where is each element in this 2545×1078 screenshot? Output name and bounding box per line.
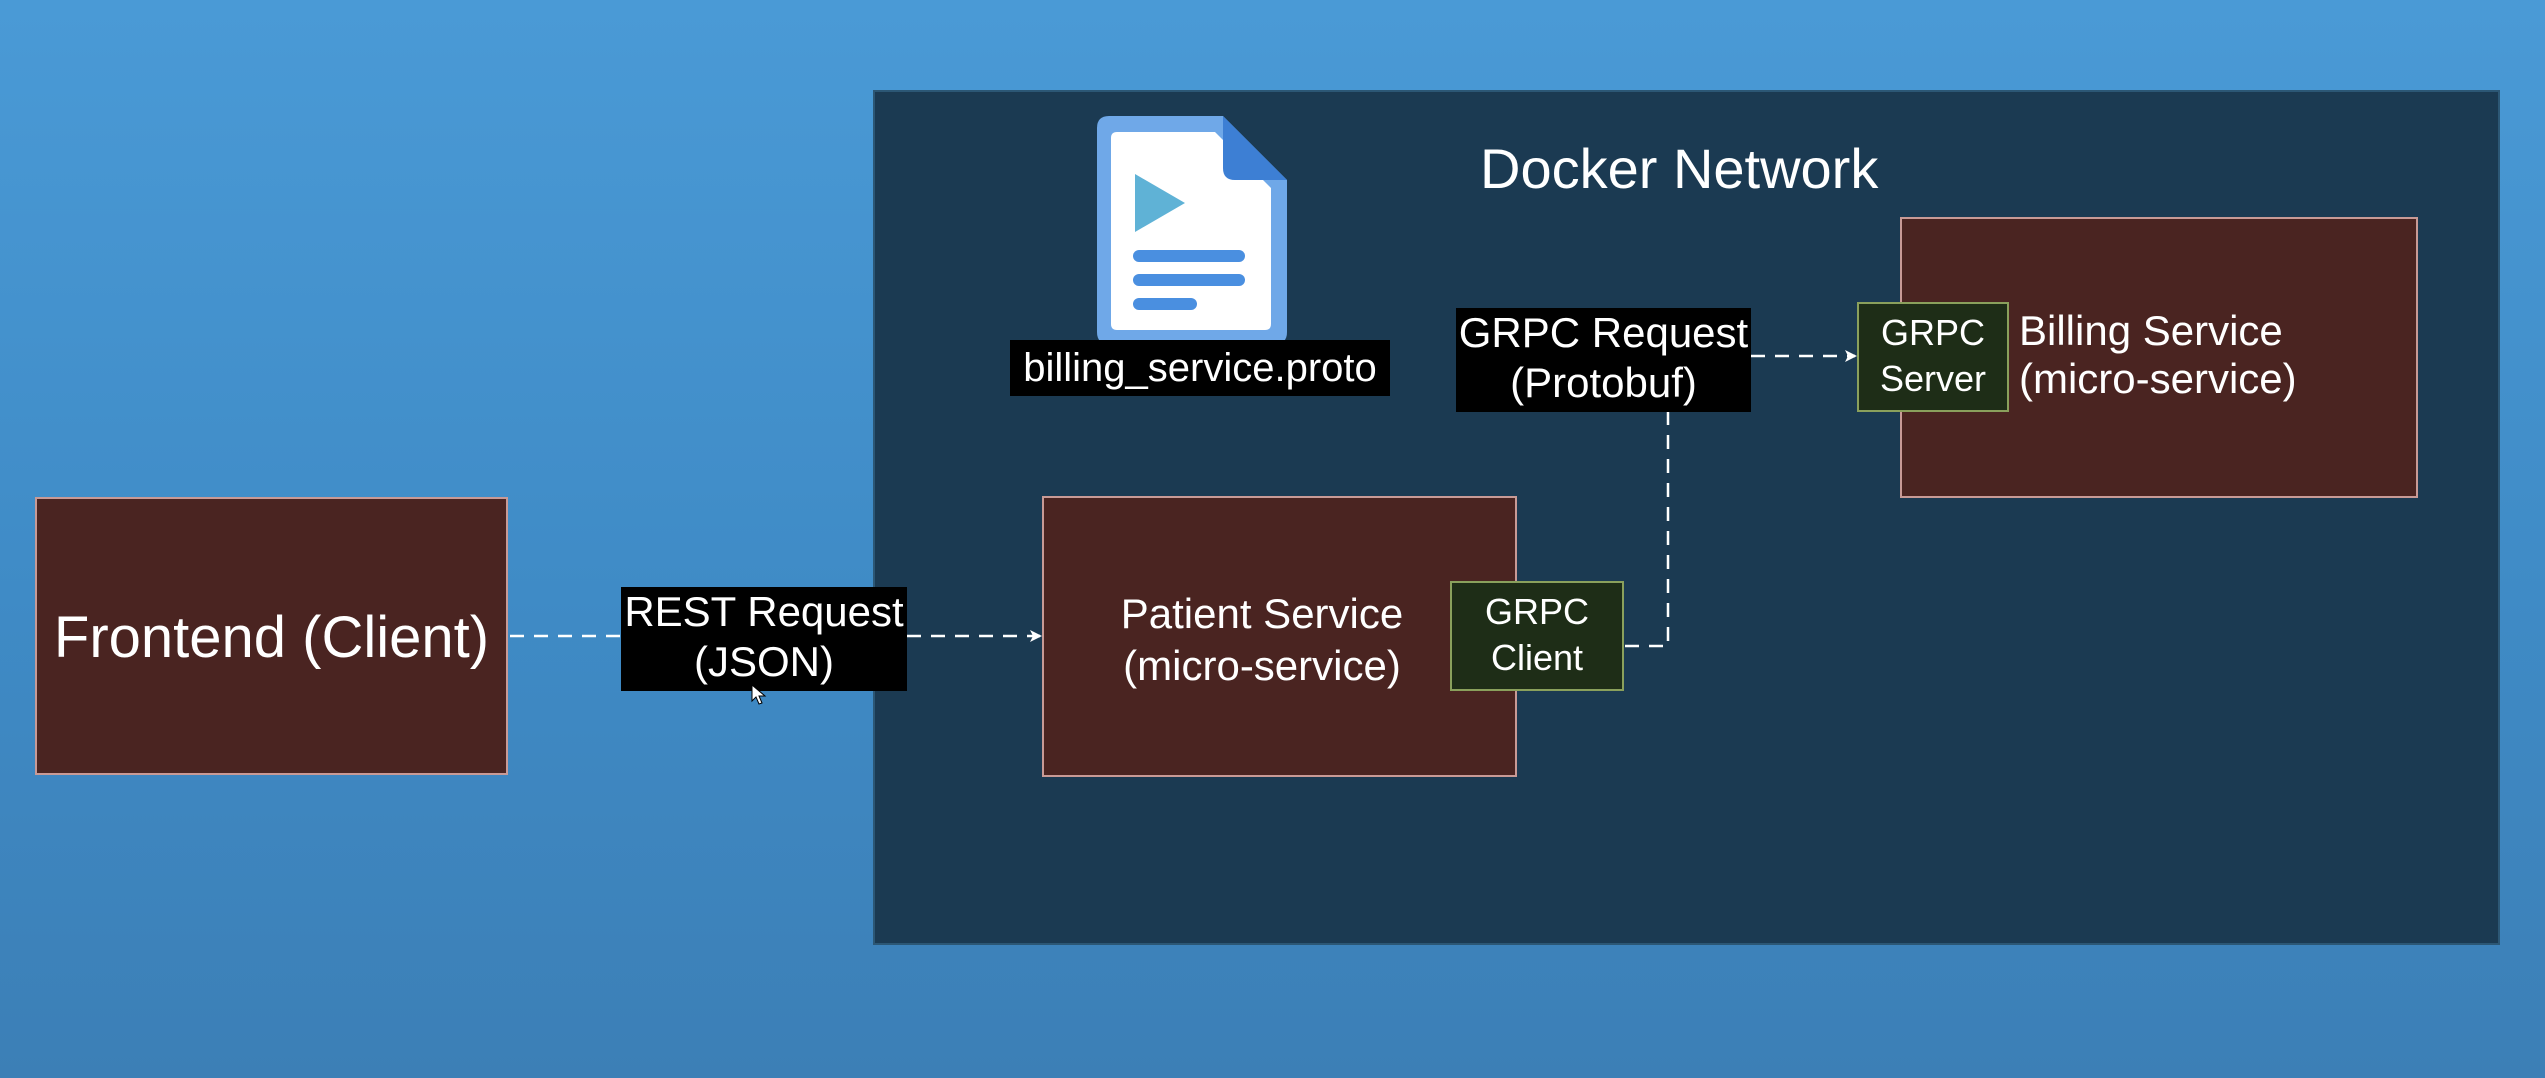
grpc-request-line2: (Protobuf) — [1510, 359, 1697, 406]
patient-service-label: Patient Service (micro-service) — [1082, 588, 1442, 692]
grpc-request-line1: GRPC Request — [1458, 309, 1749, 356]
rest-request-label: REST Request (JSON) — [621, 587, 907, 691]
grpc-connector-vertical — [1625, 412, 1670, 648]
grpc-server-line1: GRPC — [1880, 312, 1985, 353]
billing-service-label: Billing Service (micro-service) — [2019, 307, 2297, 403]
grpc-server-line2: Server — [1879, 358, 1987, 399]
docker-network-title: Docker Network — [1480, 137, 1879, 200]
frontend-client-label: Frontend (Client) — [53, 605, 490, 670]
document-file-icon — [1097, 116, 1287, 344]
patient-service-box: Patient Service (micro-service) — [1042, 496, 1517, 777]
billing-service-line2: (micro-service) — [2019, 355, 2297, 402]
billing-service-line1: Billing Service — [2019, 307, 2283, 354]
grpc-client-line1: GRPC — [1484, 591, 1589, 632]
rest-request-line2: (JSON) — [694, 638, 834, 685]
grpc-request-label: GRPC Request (Protobuf) — [1456, 308, 1751, 412]
patient-service-line2: (micro-service) — [1123, 642, 1401, 689]
grpc-server-box: GRPC Server — [1857, 302, 2009, 412]
frontend-client-box: Frontend (Client) — [35, 497, 508, 775]
grpc-client-box: GRPC Client — [1450, 581, 1624, 691]
mouse-cursor-icon — [751, 683, 767, 705]
patient-service-line1: Patient Service — [1120, 590, 1404, 637]
rest-request-line1: REST Request — [624, 588, 904, 635]
proto-file-label: billing_service.proto — [1010, 340, 1390, 396]
grpc-client-line2: Client — [1490, 637, 1584, 678]
